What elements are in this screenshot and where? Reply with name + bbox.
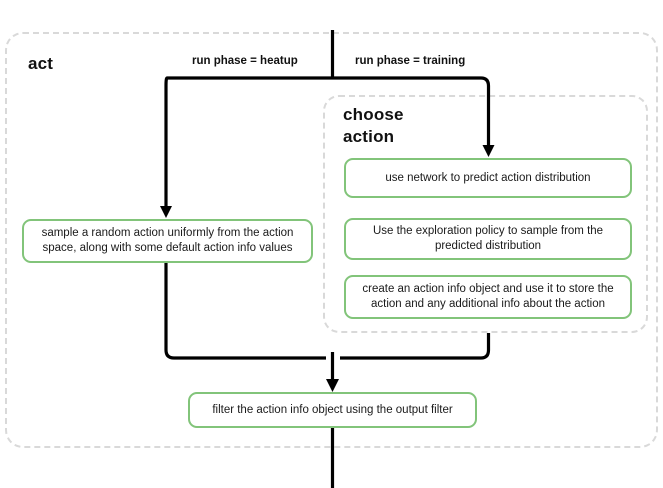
- edge-label-heatup: run phase = heatup: [192, 55, 298, 67]
- node-create-action-info[interactable]: create an action info object and use it …: [344, 275, 632, 319]
- node-use-network-predict[interactable]: use network to predict action distributi…: [344, 158, 632, 198]
- node-sample-random-action[interactable]: sample a random action uniformly from th…: [22, 219, 313, 263]
- group-choose-action-title: choose action: [343, 105, 404, 146]
- edge-label-training: run phase = training: [355, 55, 466, 67]
- node-filter-output[interactable]: filter the action info object using the …: [188, 392, 477, 428]
- node-exploration-policy[interactable]: Use the exploration policy to sample fro…: [344, 218, 632, 260]
- group-act-title: act: [28, 54, 54, 73]
